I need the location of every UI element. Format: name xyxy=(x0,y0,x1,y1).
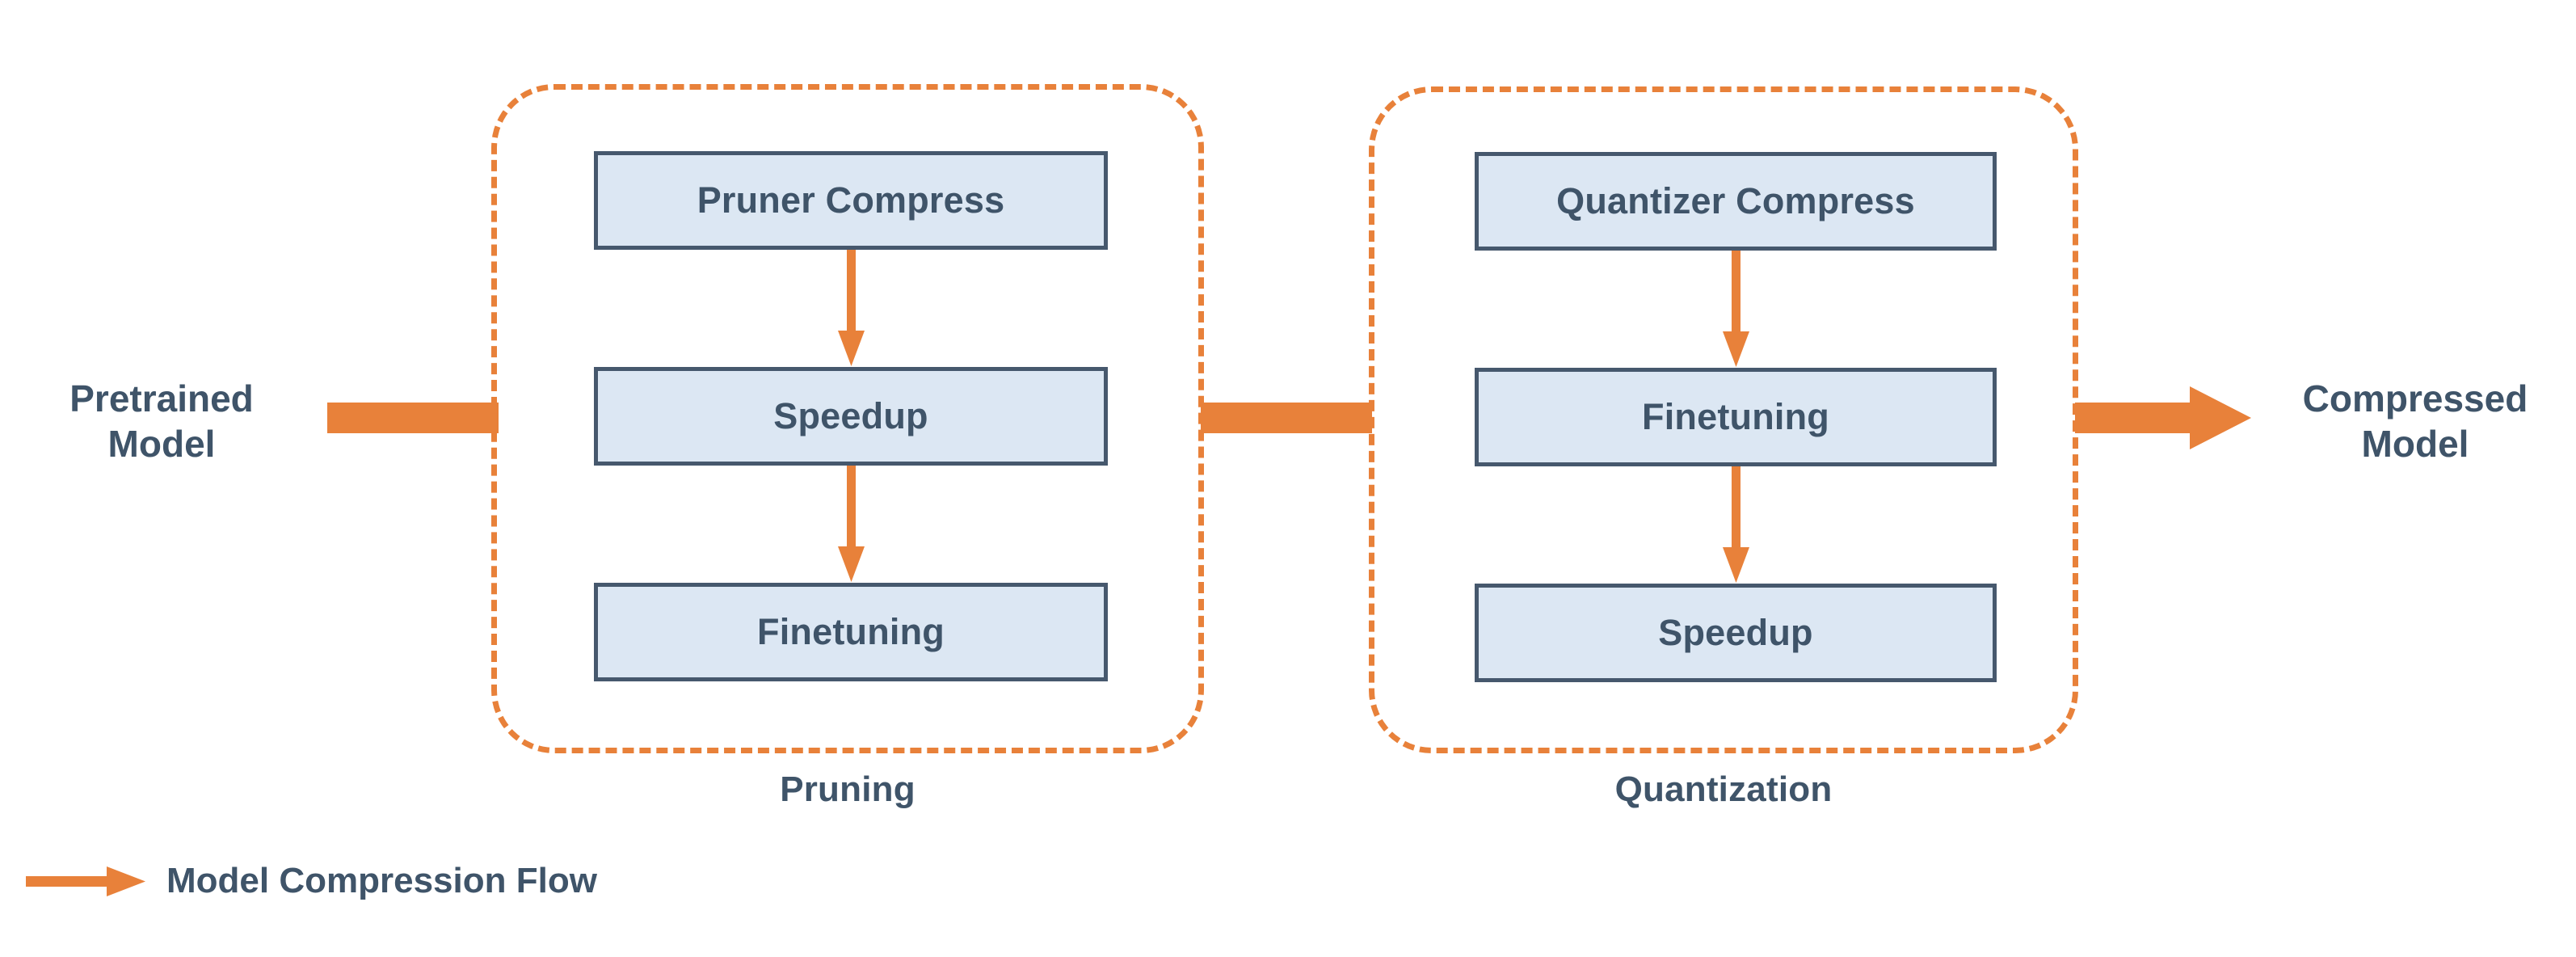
input-flow-connector xyxy=(327,403,499,433)
legend-label: Model Compression Flow xyxy=(166,861,597,900)
pruning-group-caption: Pruning xyxy=(780,769,915,809)
arrow-quantizer-compress-to-finetuning xyxy=(1723,251,1749,367)
node-pruning-finetuning[interactable]: Finetuning xyxy=(594,583,1108,681)
compressed-model-label: Compressed Model xyxy=(2302,377,2528,466)
node-quantizer-compress[interactable]: Quantizer Compress xyxy=(1475,152,1997,251)
legend: Model Compression Flow xyxy=(26,857,597,905)
node-pruner-compress[interactable]: Pruner Compress xyxy=(594,151,1108,250)
output-flow-arrow xyxy=(2075,386,2251,449)
flow-arrow-icon xyxy=(26,866,145,896)
arrow-speedup-to-finetuning xyxy=(838,466,865,582)
quantization-group-caption: Quantization xyxy=(1614,769,1833,809)
arrow-finetuning-to-speedup xyxy=(1723,466,1749,583)
node-quantization-speedup[interactable]: Speedup xyxy=(1475,584,1997,682)
pretrained-model-label: Pretrained Model xyxy=(69,377,254,466)
node-pruning-speedup[interactable]: Speedup xyxy=(594,367,1108,466)
pruning-to-quantization-connector xyxy=(1201,403,1372,433)
arrow-pruner-compress-to-speedup xyxy=(838,250,865,366)
node-quantization-finetuning[interactable]: Finetuning xyxy=(1475,368,1997,466)
